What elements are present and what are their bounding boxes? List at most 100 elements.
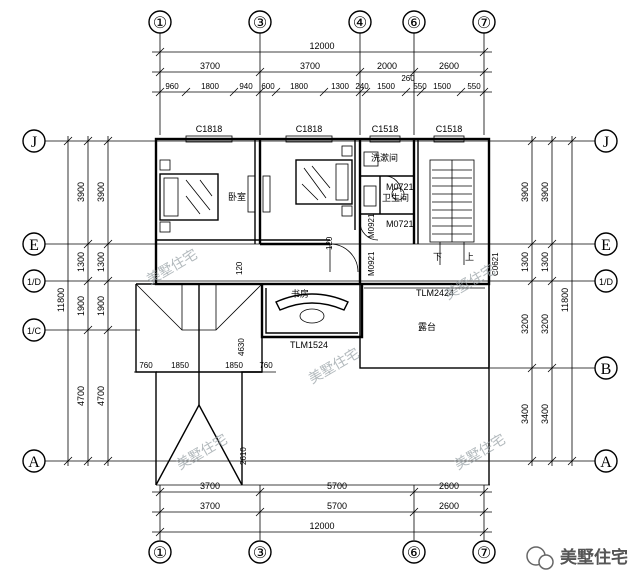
dim-right-total: 11800 — [560, 288, 570, 312]
dim-total-top: 12000 — [309, 41, 334, 51]
axis-bubble-top-7: ⑦ — [477, 15, 491, 32]
dim-left-a2: 1300 — [76, 252, 86, 272]
axis-bubble-top-4: ④ — [353, 15, 367, 32]
watermark-4: 美墅住宅 — [174, 432, 230, 474]
wardrobe-2 — [262, 175, 271, 213]
study-desk — [275, 293, 349, 324]
dim-bottom-a3: 2600 — [439, 481, 459, 491]
stair-down-label: 下 — [433, 252, 442, 262]
building-walls — [135, 137, 491, 486]
dim-misc-2: 120 — [235, 261, 244, 275]
dim-bottom-b2: 5700 — [327, 501, 347, 511]
dim-left-b1: 3900 — [96, 182, 106, 202]
dim-right-a2: 1300 — [520, 252, 530, 272]
dim-left-a4: 4700 — [76, 386, 86, 406]
room-toilet-label: 卫生间 — [382, 192, 409, 203]
axis-lines-horizontal — [45, 140, 595, 462]
dim-top-mini: 260 — [401, 74, 415, 83]
dim-right-a4: 3400 — [520, 404, 530, 424]
dim-detail-3: 940 — [239, 82, 253, 91]
dim-top-4: 2600 — [439, 61, 459, 71]
windows: C1818 C1818 C1518 C1518 — [185, 124, 465, 143]
dim-left-b2: 1300 — [96, 252, 106, 272]
axis-bubble-1D-right: 1/D — [599, 277, 614, 287]
dim-portico-2: 1850 — [171, 361, 189, 370]
dim-detail-7: 240 — [355, 82, 369, 91]
toilet-fixture — [391, 187, 405, 201]
axis-bubble-top-1: ① — [153, 15, 167, 32]
dim-bottom-a1: 3700 — [200, 481, 220, 491]
logo-text: 美墅住宅 — [560, 547, 628, 568]
axis-bubble-A-left: A — [28, 454, 40, 471]
dim-bottom-b3: 2600 — [439, 501, 459, 511]
dim-detail-11: 550 — [467, 82, 481, 91]
door-label-2: M0721 — [386, 219, 414, 229]
axis-bubble-bottom-7: ⑦ — [477, 545, 491, 562]
brand-logo: 美墅住宅 — [526, 546, 628, 570]
window-label-4: C1518 — [436, 124, 463, 134]
door-label-4: M0921 — [367, 251, 376, 276]
dim-right-b3: 3200 — [540, 314, 550, 334]
bed-right — [295, 145, 353, 217]
dim-left-b4: 4700 — [96, 386, 106, 406]
room-labels: 卧室 洗漱间 卫生间 书房 露台 下 上 — [228, 152, 474, 332]
misc-dims: 120 120 4630 2610 — [235, 236, 334, 465]
top-dim-lines — [152, 47, 492, 97]
door-swings — [329, 175, 402, 273]
dim-right-b1: 3900 — [540, 182, 550, 202]
dim-detail-8: 1500 — [377, 82, 395, 91]
dim-detail-2: 1800 — [201, 82, 219, 91]
room-bedroom-label: 卧室 — [228, 191, 246, 202]
stair-up-label: 上 — [465, 252, 474, 262]
axis-bubble-1D-left: 1/D — [27, 277, 42, 287]
dim-misc-4: 2610 — [239, 447, 248, 465]
dim-bottom-a2: 5700 — [327, 481, 347, 491]
room-wash-label: 洗漱间 — [371, 152, 398, 163]
door-label-5: C0621 — [491, 252, 500, 276]
door-label-7: TLM1524 — [290, 340, 328, 350]
axis-bubble-bottom-1: ① — [153, 545, 167, 562]
dim-portico-4: 760 — [259, 361, 273, 370]
dim-right-b2: 1300 — [540, 252, 550, 272]
dim-top-1: 3700 — [200, 61, 220, 71]
dim-right-a1: 3900 — [520, 182, 530, 202]
bottom-axis-bubbles: ① ③ ⑥ ⑦ — [148, 540, 496, 564]
dim-detail-10: 1500 — [433, 82, 451, 91]
portico-dim-text: 760 1850 1850 760 — [139, 361, 273, 370]
dim-detail-5: 1800 — [290, 82, 308, 91]
dim-right-b4: 3400 — [540, 404, 550, 424]
axis-bubble-E-right: E — [601, 237, 611, 254]
wardrobe — [247, 175, 256, 213]
dim-detail-6: 1300 — [331, 82, 349, 91]
dim-left-total: 11800 — [56, 288, 66, 312]
row-axis-bubbles: J J E E 1/D 1/D 1/C B A A — [22, 129, 618, 473]
dim-left-a3: 1900 — [76, 296, 86, 316]
watermark-3: 美墅住宅 — [306, 346, 362, 388]
right-dim-text: 3900 1300 3200 3400 3900 1300 3200 3400 … — [520, 182, 570, 424]
room-terrace-label: 露台 — [418, 321, 436, 332]
dim-top-2: 3700 — [300, 61, 320, 71]
door-labels: M0721 M0721 M0921 M0921 C0621 TLM2424 TL… — [290, 182, 500, 350]
top-dim-text: 12000 3700 3700 2000 2600 260 960 1800 9… — [165, 41, 481, 91]
dim-portico-1: 760 — [139, 361, 153, 370]
axis-bubble-E-left: E — [29, 237, 39, 254]
window-label-3: C1518 — [372, 124, 399, 134]
axis-bubble-J-left: J — [31, 134, 37, 151]
bottom-dim-lines — [152, 487, 492, 537]
axis-bubble-1C-left: 1/C — [27, 326, 42, 336]
dim-detail-1: 960 — [165, 82, 179, 91]
window-label-2: C1818 — [296, 124, 323, 134]
dim-detail-9: 550 — [413, 82, 427, 91]
right-dim-lines — [527, 136, 577, 466]
axis-bubble-top-3: ③ — [253, 15, 267, 32]
dim-total-bottom: 12000 — [309, 521, 334, 531]
door-label-1: M0721 — [386, 182, 414, 192]
bed-left — [159, 159, 219, 233]
watermark-5: 美墅住宅 — [452, 432, 508, 474]
watermark-1: 美墅住宅 — [144, 247, 200, 289]
axis-bubble-bottom-6: ⑥ — [407, 545, 421, 562]
bottom-dim-text: 3700 5700 2600 3700 5700 2600 12000 — [200, 481, 459, 531]
axis-bubble-bottom-3: ③ — [253, 545, 267, 562]
wash-fixture — [363, 151, 379, 167]
